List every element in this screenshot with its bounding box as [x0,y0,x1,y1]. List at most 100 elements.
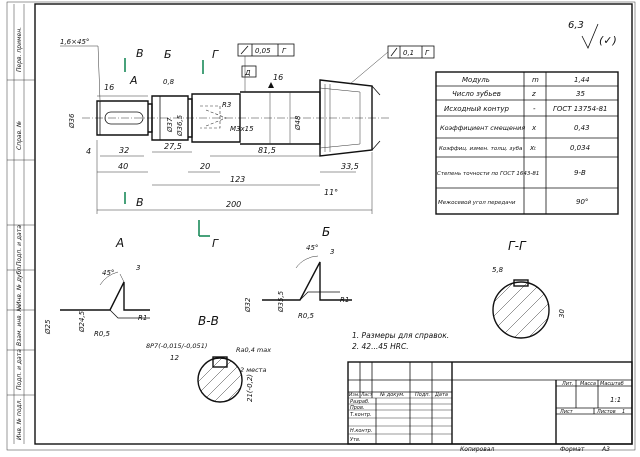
tb-scale-value: 1:1 [610,396,621,404]
shaft-main-view [82,79,390,157]
tbl-r5-sym: - [533,169,536,177]
tbl-r3-name: Коэффициент смещения [440,124,525,132]
tb-list: Лист [559,409,574,415]
tb-data: Дата [434,392,448,398]
mark-g-top: Г [212,48,219,61]
dim-angle-11: 11° [324,188,338,197]
tb-tkontr: Т.контр. [350,412,372,418]
roughness-mark: 6,3 (✓) [568,20,617,49]
detail-b-3: 3 [330,248,334,256]
mark-v-top: В [136,47,144,60]
strip-label-3: Подп. и дата [16,225,23,266]
detail-b-title: Б [322,225,330,239]
inner-frame [34,3,633,445]
section-g-g: Г-Г 5,8 30 [492,239,566,339]
outer-frame [6,1,636,451]
detail-a-3: 3 [136,264,140,272]
dim-81-5: 81,5 [258,146,276,155]
tolerance-flat: 0,1 Г [349,45,435,85]
section-gg-30: 30 [558,309,566,318]
tbl-r1-sym: z [531,90,536,98]
section-vv-title: В-В [198,314,219,328]
tbl-r4-sym: xₜ [529,144,536,152]
tbl-r2-val: ГОСТ 13754-81 [553,105,608,113]
detail-b-d35-5: Ø35,5 [277,290,285,313]
tbl-r4-name: Коэффиц. измен. толщ. зуба [439,146,523,152]
tolerance-runout: 0,05 Г Д [237,43,295,92]
detail-a: А 45° 3 R1 Ø24,5 Ø25 R0,5 [44,236,150,338]
dim-16-left: 16 [104,83,114,92]
dim-d36: Ø36 [68,113,76,129]
tbl-r2-name: Исходный контур [444,105,510,113]
section-vv-rough2: 2 места [240,366,266,374]
datum-triangle [268,82,274,88]
tbl-r3-sym: x [531,124,537,132]
tbl-r0-val: 1,44 [574,76,590,84]
dim-33-5: 33,5 [341,162,359,171]
runout-base: Г [282,47,287,55]
tbl-r0-sym: m [532,76,539,84]
tbl-r5-name: Степень точности по ГОСТ 1643-81 [437,171,539,177]
tbl-r6-name: Межосевой угол передачи [438,200,516,206]
tb-masshtab: Масштаб [600,381,624,387]
tb-listov: Листов [596,409,616,415]
tb-list-hdr: Лист [360,392,373,398]
tb-kopiroval: Копировал [460,446,494,453]
section-vv-rough: Ra0,4 max [236,346,271,354]
tbl-r2-sym: - [533,105,536,113]
gear-parameter-table: Модуль m 1,44 Число зубьев z 35 Исходный… [435,71,619,215]
detail-b-r1: R1 [340,296,349,304]
detail-a-d24-5: Ø24,5 [78,310,86,333]
mark-b: Б [164,48,172,61]
dim-0-8: 0,8 [163,78,175,86]
strip-label-4: Инв. № дубл. [16,265,23,306]
tb-format: Формат [560,446,585,453]
dim-32: 32 [119,146,129,155]
tb-massa: Масса [580,381,596,387]
detail-a-d25: Ø25 [44,319,52,335]
dim-123: 123 [230,175,245,184]
dim-d37: Ø37 [166,117,174,133]
tb-format-value: А3 [601,446,610,453]
strip-label-5: Взам. инв. № [16,305,23,346]
roughness-value: 6,3 [568,20,584,31]
tb-lit: Лит. [561,381,574,387]
tbl-r3-val: 0,43 [574,124,590,132]
tb-izm: Изм. [349,392,360,398]
dim-40: 40 [118,162,128,171]
mark-g-bottom: Г [212,237,219,250]
note-1: 1. Размеры для справок. [352,331,449,340]
detail-a-title: А [115,236,124,250]
tb-doc: № докум. [379,392,405,398]
technical-notes: 1. Размеры для справок. 2. 42...45 HRC. [352,331,449,351]
dim-d36-5: Ø36,5 [176,114,184,137]
section-vv-21: 21(-0,2) [246,374,254,402]
detail-b: Б 45° 3 Ø32 Ø35,5 R0,5 R1 [244,225,352,320]
tbl-r1-name: Число зубьев [452,90,501,98]
section-gg-title: Г-Г [508,239,527,253]
roughness-symbol: (✓) [599,34,617,47]
tb-utv: Утв. [350,437,361,443]
tb-razrab: Разраб. [350,399,370,405]
tbl-r5-val: 9-В [574,169,586,177]
note-2: 2. 42...45 HRC. [352,342,409,351]
section-vv-fit: 8P7(-0,015/-0,051) [146,342,207,350]
tbl-r1-val: 35 [576,90,585,98]
dim-r3: R3 [222,101,231,109]
runout-value: 0,05 [255,47,271,55]
mark-v-bottom: В [136,196,144,209]
tbl-r0-name: Модуль [462,76,490,84]
detail-b-r05: R0,5 [298,312,315,320]
tb-prov: Пров. [350,405,365,411]
detail-a-angle: 45° [102,269,114,277]
detail-a-r1: R1 [138,314,147,322]
flat-base: Г [425,49,430,57]
base-d-label: Д [244,69,251,77]
thread-dim: M3x15 [230,125,254,133]
tb-podp: Подп. [415,392,430,398]
title-block: Изм. Лист № докум. Подп. Дата Разраб. Пр… [347,361,633,445]
tbl-r6-val: 90° [576,198,588,206]
section-vv-12: 12 [170,354,179,362]
